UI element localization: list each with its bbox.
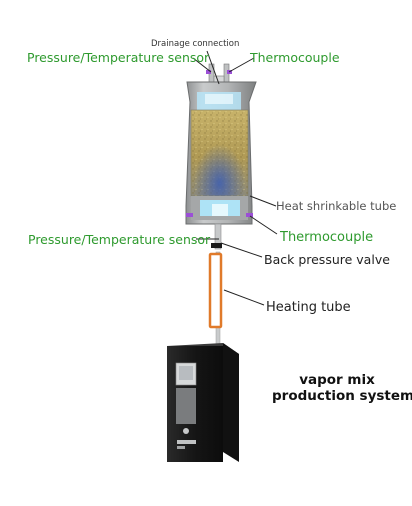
- thermocouple-bottom-label: Thermocouple: [280, 230, 374, 245]
- heating-tube: [208, 252, 223, 329]
- system-label: vapor mix production system: [272, 372, 412, 404]
- drainage-connection-label: Drainage connection: [151, 39, 240, 49]
- system-label-line1: vapor mix: [299, 372, 375, 388]
- bottom-cap: [186, 196, 253, 220]
- core-sample: [190, 109, 249, 197]
- heating-tube-label: Heating tube: [266, 300, 351, 315]
- back-pressure-valve-label: Back pressure valve: [264, 252, 390, 267]
- leader-lines: [192, 50, 278, 306]
- pressure-temperature-sensor-top-label: Pressure/Temperature sensor: [27, 50, 210, 65]
- pressure-temperature-sensor-bottom-label: Pressure/Temperature sensor: [28, 232, 211, 247]
- thermocouple-top-label: Thermocouple: [250, 50, 340, 65]
- vapor-mix-machine: [167, 343, 239, 462]
- system-label-line2: production system: [272, 388, 412, 404]
- heat-shrinkable-tube-label: Heat shrinkable tube: [276, 199, 397, 213]
